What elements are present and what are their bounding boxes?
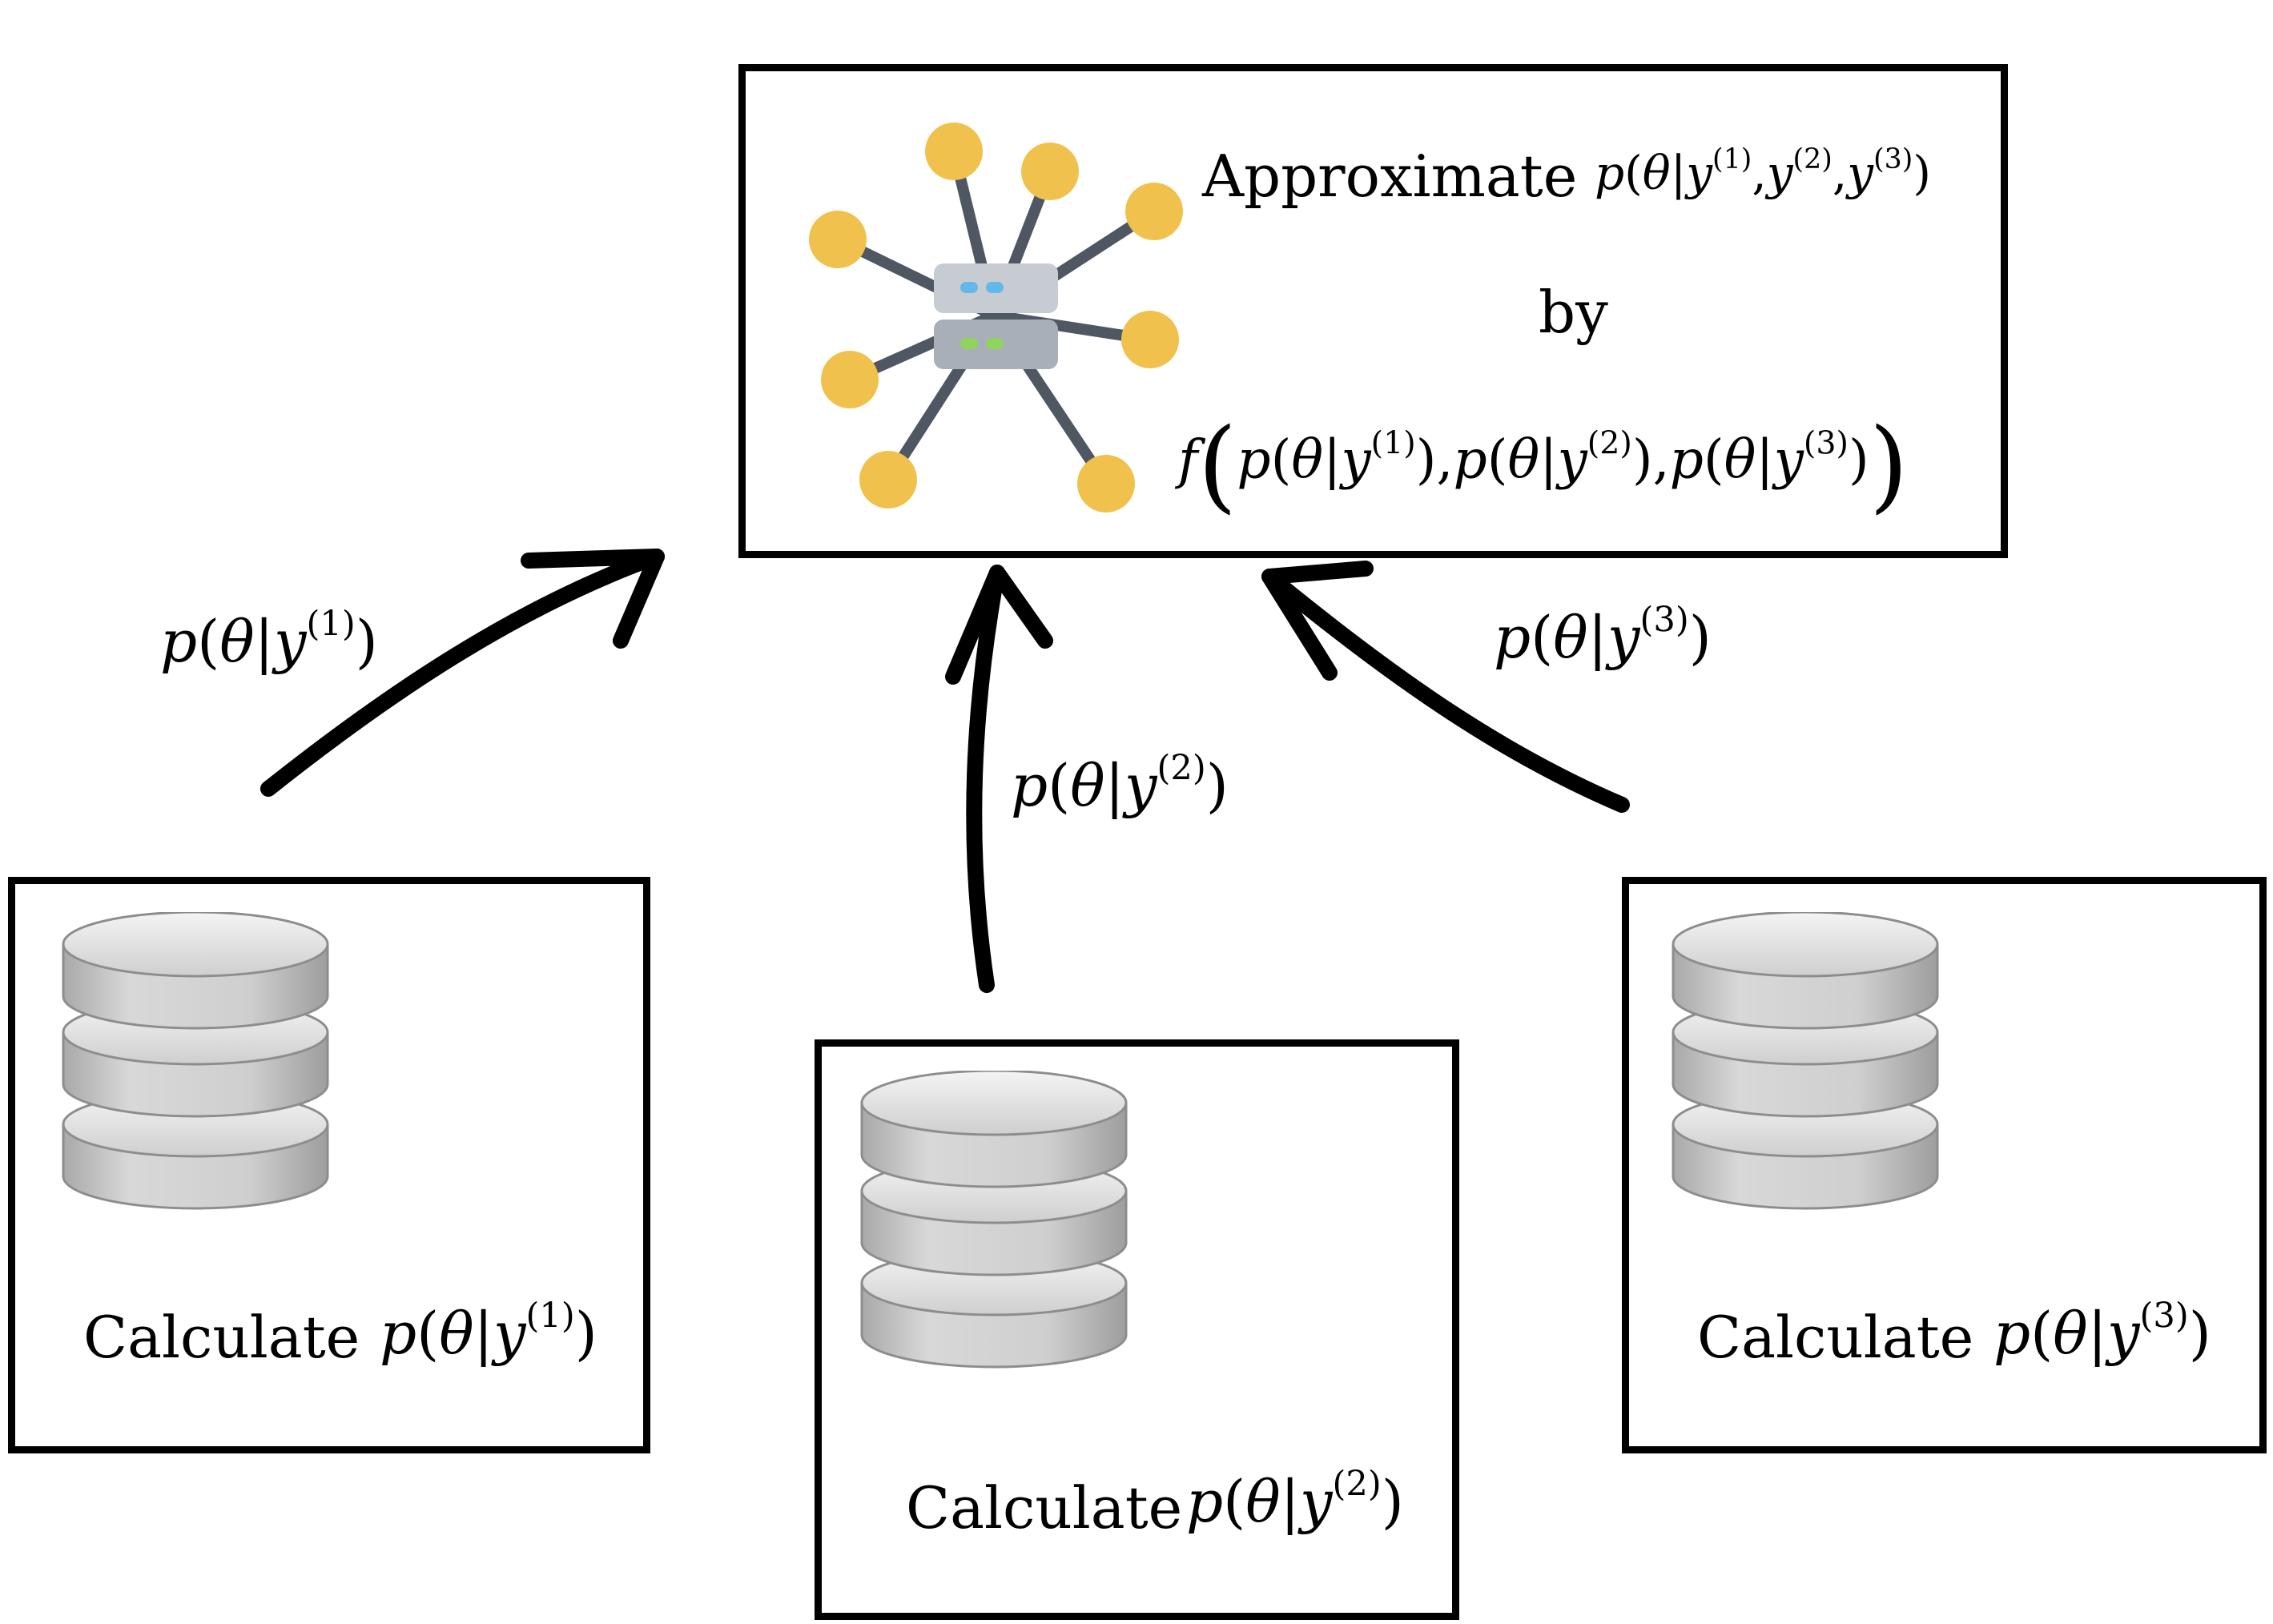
database-icon xyxy=(1672,912,1939,1210)
arrow-2-label: p(θ|y(2)) xyxy=(1011,748,1229,819)
local-posterior-1: p(θ|y(1)) xyxy=(380,1296,597,1367)
approximate-label: Approximate xyxy=(1202,143,1578,210)
aggregation-formula: f(p(θ|y(1)),p(θ|y(2)),p(θ|y(3))) xyxy=(1178,407,1909,524)
arrow-3-to-server xyxy=(1261,561,1630,813)
joint-posterior-formula: p(θ|y(1),y(2),y(3)) xyxy=(1595,143,1931,200)
local-posterior-3: p(θ|y(3)) xyxy=(1993,1296,2211,1367)
local-posterior-2: p(θ|y(2)) xyxy=(1186,1464,1404,1535)
arrow-2-to-server xyxy=(945,565,1053,993)
by-label: by xyxy=(1539,279,1608,346)
database-icon xyxy=(860,1071,1128,1369)
local-node-2: Calculate p(θ|y(2)) xyxy=(815,1039,1459,1620)
calculate-label-1: Calculate xyxy=(83,1304,360,1371)
server-network-icon xyxy=(809,123,1183,513)
calculate-label-2: Calculate xyxy=(906,1474,1183,1542)
server-box: Approximate p(θ|y(1),y(2),y(3)) by f(p(θ… xyxy=(738,64,2008,558)
arrow-1-to-server xyxy=(260,549,665,797)
arrow-1-label: p(θ|y(1)) xyxy=(160,604,378,675)
local-node-3: Calculate p(θ|y(3)) xyxy=(1622,877,2267,1453)
database-icon xyxy=(62,912,329,1210)
calculate-label-3: Calculate xyxy=(1697,1304,1974,1371)
arrow-3-label: p(θ|y(3)) xyxy=(1494,600,1712,671)
local-node-1: Calculate p(θ|y(1)) xyxy=(8,877,650,1453)
